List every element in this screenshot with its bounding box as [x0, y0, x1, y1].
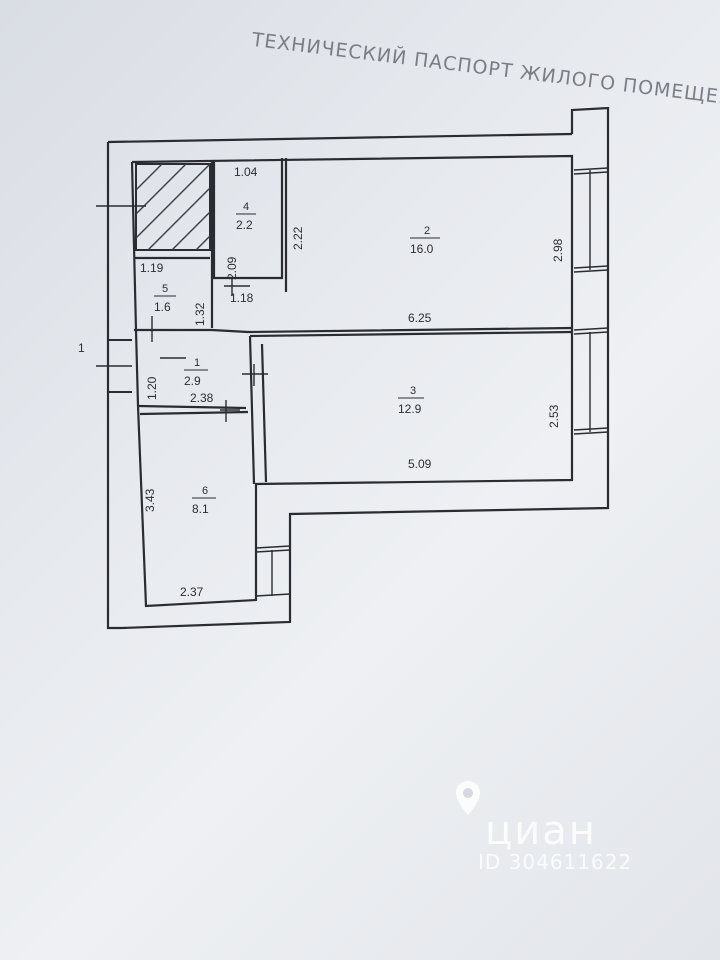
- outer-wall-top: [107, 132, 573, 144]
- partition-corridor-top: [134, 326, 573, 334]
- room-area-1: 2.9: [184, 374, 201, 388]
- door-ticks: [96, 278, 268, 422]
- room-area-5: 1.6: [154, 300, 171, 314]
- room-number-5: 5: [162, 283, 168, 295]
- room-number-1: 1: [194, 357, 200, 369]
- dim-room4-left: 2.09: [225, 256, 239, 280]
- dim-room3-bottom: 5.09: [408, 457, 432, 471]
- room-area-2: 16.0: [410, 242, 434, 256]
- partition-room4: [212, 158, 284, 280]
- partition-room3-left: [248, 335, 256, 485]
- outer-wall-right-bottom: [121, 106, 610, 630]
- entrance-marker: 1: [78, 341, 85, 355]
- partition-room3-inner: [260, 343, 268, 483]
- dim-room4-bottom: 1.18: [230, 291, 254, 305]
- dim-room2-right: 2.98: [551, 238, 565, 262]
- dim-room1-bottom: 2.38: [190, 391, 214, 405]
- room-area-3: 12.9: [398, 402, 422, 416]
- room-number-3: 3: [410, 385, 416, 397]
- room-label-2: 2 16.0: [410, 225, 440, 256]
- room-number-2: 2: [424, 225, 430, 237]
- dim-room5-right: 1.32: [193, 302, 207, 326]
- dim-room6-left: 3.43: [143, 488, 157, 512]
- dim-room2-bottom: 6.25: [408, 311, 432, 325]
- partition-room6-top: [137, 404, 247, 410]
- dim-room4-top: 1.04: [234, 165, 258, 179]
- entrance-opening: [108, 339, 132, 393]
- outer-wall-left: [106, 142, 122, 630]
- partition-room3-top: [249, 330, 573, 338]
- location-pin-icon: [456, 781, 480, 815]
- room-label-5: 5 1.6: [154, 283, 176, 314]
- watermark-listing-id: ID 304611622: [478, 850, 633, 874]
- room-area-6: 8.1: [192, 502, 209, 516]
- room-area-4: 2.2: [236, 218, 253, 232]
- dim-room2-left: 2.22: [291, 226, 305, 250]
- dim-room3-right: 2.53: [547, 404, 561, 428]
- window-room6: [255, 545, 291, 597]
- inner-wall-outline: [130, 154, 574, 608]
- ventilation-shaft: [96, 163, 211, 251]
- window-room2: [573, 167, 609, 273]
- dim-room5-top: 1.19: [140, 261, 164, 275]
- watermark-brand: циан: [485, 808, 597, 854]
- room-label-3: 3 12.9: [398, 385, 424, 416]
- dim-room6-bottom: 2.37: [180, 585, 204, 599]
- window-room3: [573, 327, 609, 435]
- room-number-4: 4: [243, 201, 249, 213]
- room-label-1: 1 2.9: [184, 357, 208, 388]
- dim-room1-left: 1.20: [145, 376, 159, 400]
- room-label-6: 6 8.1: [192, 485, 216, 516]
- room-label-4: 4 2.2: [236, 201, 256, 232]
- room-number-6: 6: [202, 485, 208, 497]
- partition-room6-top-inner: [139, 410, 249, 416]
